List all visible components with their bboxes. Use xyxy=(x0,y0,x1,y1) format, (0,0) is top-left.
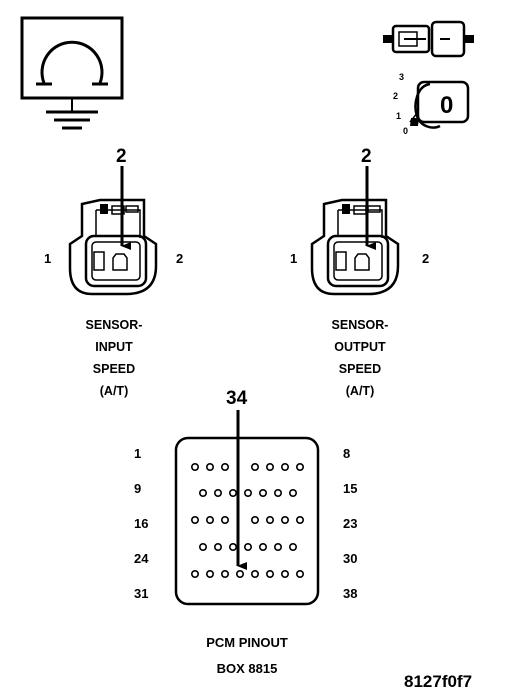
pcm-pin xyxy=(251,569,260,578)
pcm-row-end-label: 38 xyxy=(343,586,358,601)
pcm-pin xyxy=(295,569,304,578)
pcm-caption: PCM PINOUT BOX 8815 xyxy=(176,630,318,682)
caption-line: SENSOR- xyxy=(85,318,143,332)
caption-line: PCM PINOUT xyxy=(206,635,288,650)
pcm-pin xyxy=(265,515,274,524)
ohm-meter-icon xyxy=(20,16,124,130)
sensor-input-caption: SENSOR- INPUT SPEED (A/T) xyxy=(64,314,164,402)
pcm-row-end-label: 23 xyxy=(343,516,358,531)
sensor-input-callout: 2 xyxy=(116,146,127,167)
pcm-pin xyxy=(191,569,200,578)
caption-line: (A/T) xyxy=(99,384,129,398)
pcm-pin xyxy=(251,462,260,471)
pcm-row-start-label: 31 xyxy=(134,586,149,601)
pcm-pin xyxy=(288,488,297,497)
pcm-pin xyxy=(229,488,238,497)
pcm-pin xyxy=(191,515,200,524)
caption-line: (A/T) xyxy=(345,384,375,398)
pcm-pin xyxy=(273,542,282,551)
caption-line: SENSOR- xyxy=(331,318,389,332)
pcm-pin xyxy=(273,488,282,497)
pcm-pin xyxy=(280,569,289,578)
pcm-pin xyxy=(244,488,253,497)
pcm-pin xyxy=(206,462,215,471)
key-position-3: 3 xyxy=(399,72,405,82)
pcm-pin xyxy=(221,462,230,471)
key-position-2: 2 xyxy=(393,91,399,101)
pcm-pin xyxy=(258,542,267,551)
key-label: 0 xyxy=(440,92,454,119)
sensor-input-pin-1: 1 xyxy=(44,251,52,266)
ignition-key-icon xyxy=(409,80,470,129)
pcm-pin xyxy=(251,515,260,524)
sensor-output-pin-2: 2 xyxy=(422,251,430,266)
caption-line: SPEED xyxy=(92,362,136,376)
pcm-pin xyxy=(206,515,215,524)
caption-line: SPEED xyxy=(338,362,382,376)
pcm-row-start-label: 24 xyxy=(134,551,149,566)
pcm-row-start-label: 9 xyxy=(134,481,142,496)
pcm-pin xyxy=(265,569,274,578)
key-position-0: 0 xyxy=(403,126,409,136)
pcm-pin xyxy=(191,462,200,471)
pcm-row-end-label: 30 xyxy=(343,551,358,566)
pcm-pin xyxy=(244,542,253,551)
pcm-row-end-label: 8 xyxy=(343,446,351,461)
sensor-output-caption: SENSOR- OUTPUT SPEED (A/T) xyxy=(310,314,410,402)
pcm-pin xyxy=(221,515,230,524)
pcm-connector-box xyxy=(174,410,320,606)
pcm-pin-grid xyxy=(191,462,304,578)
figure-id: 8127f0f7 xyxy=(404,672,473,691)
pcm-pin xyxy=(295,515,304,524)
pcm-pin xyxy=(265,462,274,471)
pcm-row-start-label: 16 xyxy=(134,516,149,531)
pcm-row-start-label: 1 xyxy=(134,446,142,461)
key-position-1: 1 xyxy=(396,111,402,121)
pcm-pin xyxy=(229,542,238,551)
pcm-pin xyxy=(280,515,289,524)
pcm-pin xyxy=(199,488,208,497)
pcm-pin xyxy=(236,569,245,578)
pcm-pin xyxy=(214,542,223,551)
pcm-row-end-label: 15 xyxy=(343,481,358,496)
pcm-pin xyxy=(258,488,267,497)
sensor-output-connector xyxy=(310,166,400,296)
pcm-pin xyxy=(295,462,304,471)
caption-line: BOX 8815 xyxy=(216,661,278,676)
pcm-pin xyxy=(199,542,208,551)
pcm-pin xyxy=(206,569,215,578)
caption-line: OUTPUT xyxy=(334,340,386,354)
pcm-pin xyxy=(214,488,223,497)
pcm-pin xyxy=(288,542,297,551)
disconnected-connector-icon xyxy=(383,20,474,58)
sensor-output-pin-1: 1 xyxy=(290,251,298,266)
sensor-input-connector xyxy=(68,166,158,296)
pcm-callout: 34 xyxy=(226,388,248,409)
sensor-output-callout: 2 xyxy=(361,146,372,167)
caption-line: INPUT xyxy=(95,340,133,354)
pcm-pin xyxy=(280,462,289,471)
pcm-pin xyxy=(221,569,230,578)
sensor-input-pin-2: 2 xyxy=(176,251,184,266)
